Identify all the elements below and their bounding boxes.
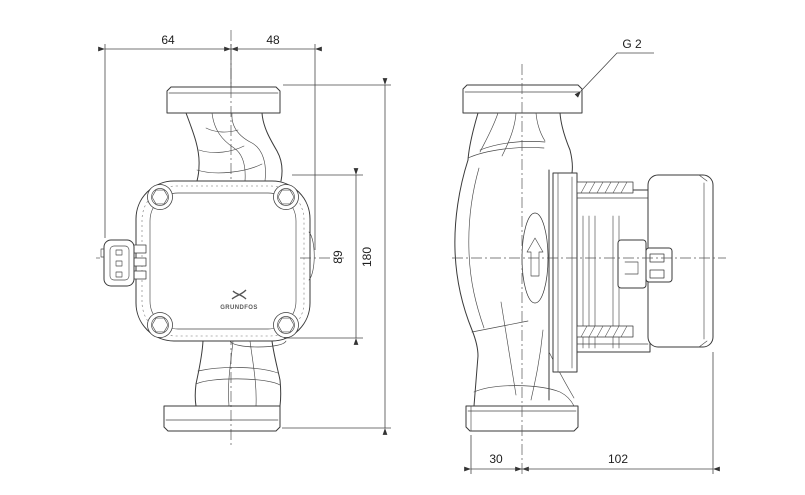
front-bottom-neck (194, 340, 282, 407)
side-clamp-studs (576, 181, 634, 338)
grundfos-logo-text: GRUNDFOS (220, 305, 258, 311)
side-top-flange (462, 84, 583, 114)
front-top-neck (185, 112, 283, 182)
dimension-48: 48 (224, 33, 322, 250)
dim-180-label: 180 (360, 247, 374, 267)
grundfos-logo: GRUNDFOS (220, 289, 258, 311)
side-clamp-plate (552, 172, 578, 373)
dim-64-label: 64 (161, 33, 175, 47)
dim-89-label: 89 (331, 250, 345, 264)
front-body-bulge (308, 231, 315, 281)
side-top-neck (467, 112, 573, 174)
side-bottom-flange (465, 405, 579, 432)
side-volute (454, 159, 575, 407)
dimension-89: 89 (284, 168, 363, 345)
port-thread-callout: G 2 (574, 37, 654, 98)
dimension-64: 64 (98, 33, 238, 238)
dimensions: 64 48 180 89 G 2 30 (98, 33, 720, 474)
front-corner-bolts (147, 184, 299, 338)
front-body-cover (149, 192, 297, 330)
dimension-180: 180 (282, 78, 391, 435)
front-top-flange (166, 86, 281, 114)
front-view: GRUNDFOS (96, 30, 344, 448)
dim-102-label: 102 (608, 452, 628, 466)
grundfos-propeller-icon (231, 289, 247, 300)
dim-30-label: 30 (489, 452, 503, 466)
front-bottom-flange (163, 405, 281, 432)
dim-48-label: 48 (266, 33, 280, 47)
up-arrow-icon (526, 237, 544, 277)
dimension-30: 30 (464, 435, 529, 474)
front-electrical-connector (100, 239, 147, 287)
port-size-label: G 2 (622, 37, 642, 51)
side-view (452, 64, 726, 474)
dimension-102: 102 (515, 352, 720, 474)
